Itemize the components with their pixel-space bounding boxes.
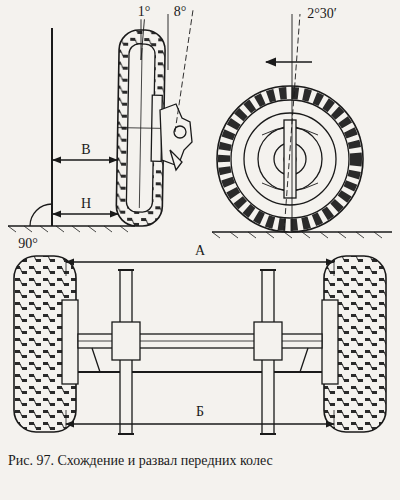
wall-line — [51, 28, 53, 226]
steering-knuckle — [160, 104, 192, 170]
wheel-side-view — [212, 86, 392, 238]
dimension-line — [66, 423, 334, 424]
kingpin-axis — [175, 10, 193, 132]
dimension-letter: Б — [194, 404, 206, 419]
right-angle-arc — [30, 204, 52, 226]
front-axle-top-view — [14, 256, 386, 434]
angle-label: 8° — [172, 4, 189, 19]
dimension-line — [53, 213, 118, 214]
angle-label: 1° — [136, 4, 153, 19]
dimension-line — [53, 159, 117, 160]
dimension-line — [66, 261, 334, 262]
dimension-letter: Н — [79, 196, 93, 211]
caster-axis — [284, 14, 300, 232]
angle-label: 2°30′ — [305, 6, 339, 21]
figure-caption: Рис. 97. Схождение и развал передних кол… — [8, 452, 348, 470]
dimension-letter: А — [193, 243, 207, 258]
travel-arrow — [266, 61, 312, 63]
ground-line — [8, 225, 135, 227]
angle-label: 90° — [16, 236, 40, 251]
dimension-letter: В — [79, 142, 92, 157]
